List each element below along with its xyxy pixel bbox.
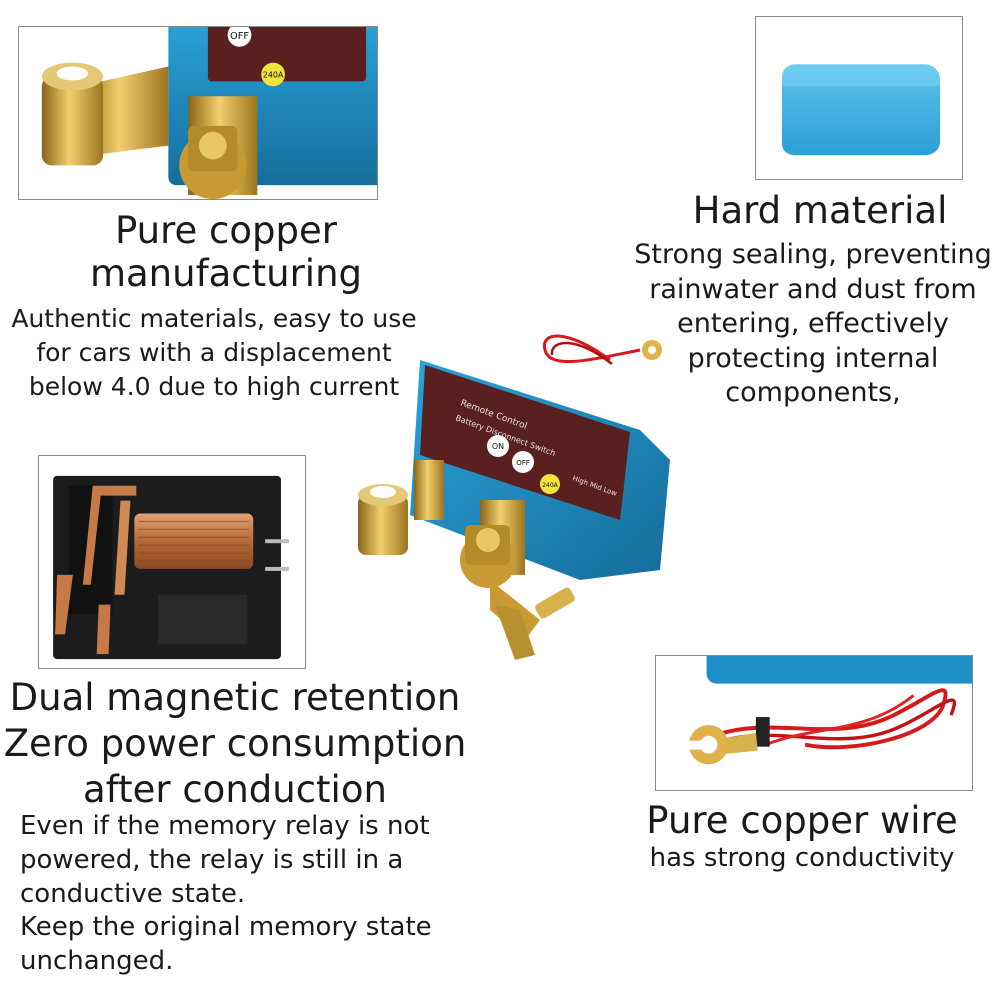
copper-wire-illustration	[686, 656, 972, 765]
copper-wire-photo	[655, 655, 973, 791]
copper-desc-line: below 4.0 due to high current	[28, 372, 400, 401]
copper-title-line1: Pure copper	[115, 209, 337, 252]
dual-desc-line: Even if the memory relay is not	[20, 811, 430, 841]
dual-title-line: Zero power consumption	[3, 721, 467, 765]
dual-desc-line: unchanged.	[20, 946, 174, 977]
dual-desc-line: Keep the original memory state	[20, 912, 432, 943]
hard-desc-line: entering, effectively	[677, 308, 949, 340]
copper-manufacturing-description: Authentic materials, easy to use for car…	[0, 302, 428, 404]
copper-wire-title: Pure copper wire	[646, 799, 958, 842]
relay-internals-photo	[38, 455, 306, 669]
copper-desc-line: for cars with a displacement	[36, 338, 392, 367]
dual-desc-line: powered, the relay is still in a	[20, 844, 404, 875]
dual-magnetic-description: Even if the memory relay is not powered,…	[20, 810, 460, 979]
hard-material-title: Hard material	[692, 189, 948, 232]
hard-material-description: Strong sealing, preventing rainwater and…	[626, 238, 1000, 411]
product-main-illustration: Remote Control Battery Disconnect Switch…	[340, 320, 680, 680]
on-button-label: ON	[492, 442, 504, 451]
off-button-label: OFF	[230, 31, 249, 42]
hard-desc-line: Strong sealing, preventing	[634, 239, 992, 270]
copper-wire-description: has strong conductivity	[649, 843, 955, 873]
copper-desc-line: Authentic materials, easy to use	[11, 304, 417, 333]
housing-cover-illustration	[781, 64, 940, 156]
terminal-closeup-photo: OFF 240A	[18, 26, 378, 200]
dual-title-line: after conduction	[83, 767, 387, 811]
copper-manufacturing-title: Pure copper manufacturing	[0, 209, 452, 296]
copper-title-line2: manufacturing	[89, 251, 363, 295]
amp-rating-label: 240A	[263, 70, 284, 79]
amp-rating-label-center: 240A	[542, 482, 558, 489]
housing-cover-photo	[755, 16, 963, 180]
dual-desc-line: conductive state.	[20, 878, 246, 909]
dual-magnetic-title: Dual magnetic retention Zero power consu…	[0, 675, 470, 813]
terminal-closeup-illustration: OFF 240A	[41, 27, 377, 199]
relay-internals-illustration	[53, 475, 289, 660]
hard-desc-line: components,	[725, 377, 901, 409]
hard-desc-line: protecting internal	[687, 342, 939, 374]
off-button-label-center: OFF	[516, 459, 530, 467]
dual-title-line: Dual magnetic retention	[9, 676, 461, 719]
hard-desc-line: rainwater and dust from	[649, 273, 977, 305]
